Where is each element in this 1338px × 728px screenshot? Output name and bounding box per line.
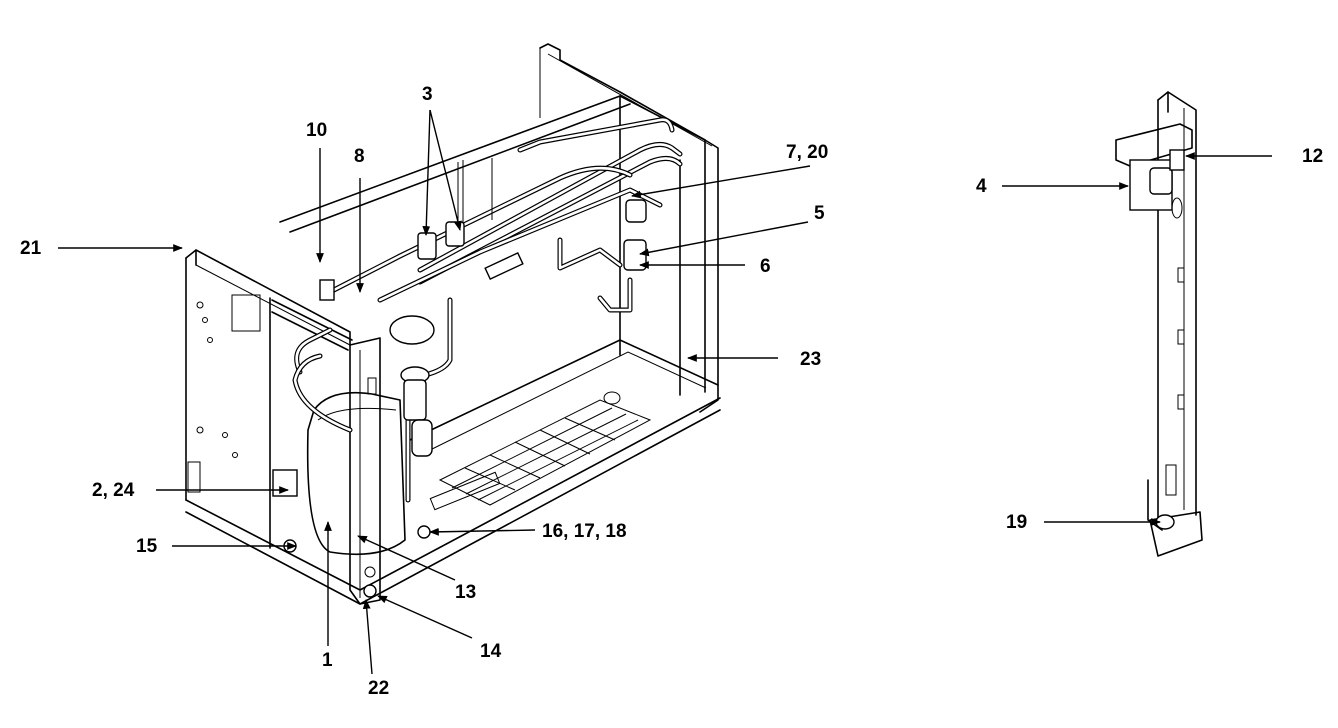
leader-14 xyxy=(377,595,473,639)
leader-7-20 xyxy=(631,165,811,199)
leader-16-17-18 xyxy=(429,527,536,536)
callout-14: 14 xyxy=(480,641,502,662)
leader-lines xyxy=(58,109,1272,675)
callout-23: 23 xyxy=(800,349,821,370)
callout-19: 19 xyxy=(1006,512,1027,533)
leader-5 xyxy=(639,221,809,257)
callout-labels: 10 8 3 7, 20 5 6 23 21 2, 24 15 16, 17, … xyxy=(20,84,1323,699)
callout-4: 4 xyxy=(976,176,987,197)
callout-6: 6 xyxy=(760,256,771,277)
callout-22: 22 xyxy=(368,678,389,699)
callout-21: 21 xyxy=(20,238,42,259)
callout-16-17-18: 16, 17, 18 xyxy=(542,521,627,542)
callout-5: 5 xyxy=(814,203,825,224)
callout-10: 10 xyxy=(306,120,327,141)
leader-22 xyxy=(362,599,373,675)
callout-1: 1 xyxy=(322,650,333,671)
main-chassis-assembly xyxy=(185,43,721,605)
side-panel-assembly xyxy=(1115,91,1203,557)
leader-3a xyxy=(422,109,431,236)
callout-7-20: 7, 20 xyxy=(786,142,828,163)
callout-2-24: 2, 24 xyxy=(92,480,135,501)
callout-3: 3 xyxy=(422,84,433,105)
leader-13 xyxy=(357,535,456,581)
leader-3b xyxy=(429,109,462,231)
callout-12: 12 xyxy=(1302,146,1323,167)
callout-8: 8 xyxy=(354,146,365,167)
callout-15: 15 xyxy=(136,536,158,557)
callout-13: 13 xyxy=(455,582,476,603)
